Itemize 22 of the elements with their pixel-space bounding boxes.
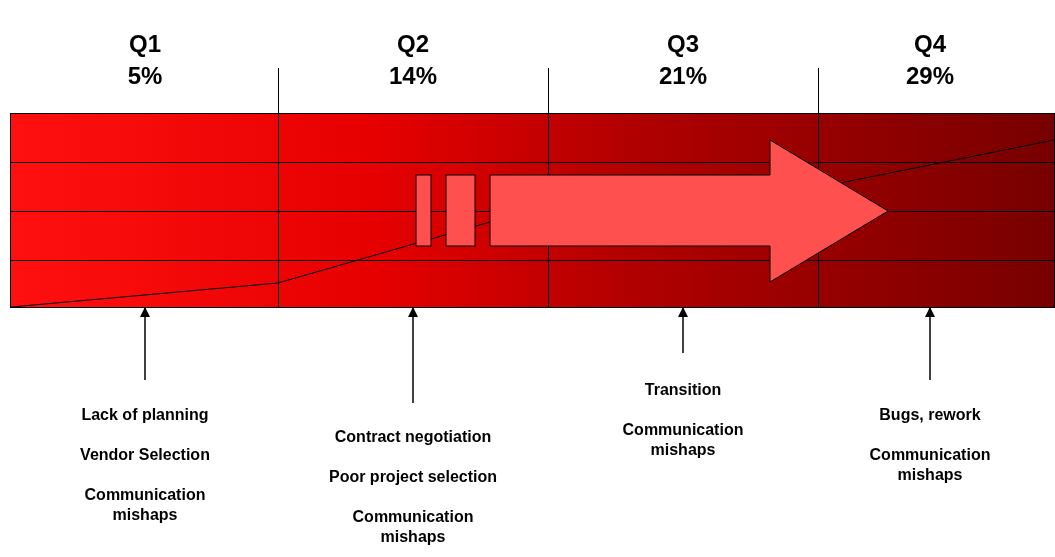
arrow <box>678 307 688 354</box>
cause-text: Poor project selection <box>327 467 498 487</box>
cause-text: Transition <box>643 380 723 400</box>
cause-text: Bugs, rework <box>878 405 982 425</box>
quarter-label: Q4 <box>913 30 947 58</box>
percentage-label: 14% <box>387 62 438 90</box>
arrow <box>140 307 150 381</box>
cause-text: Lack of planning <box>80 405 210 425</box>
cause-text: Communication mishaps <box>351 507 475 547</box>
percentage-label: 5% <box>126 62 164 90</box>
quarter-label: Q2 <box>396 30 430 58</box>
cause-text: Contract negotiation <box>333 427 493 447</box>
cause-text: Vendor Selection <box>79 445 211 465</box>
arrow <box>925 307 935 381</box>
percentage-label: 21% <box>657 62 708 90</box>
cause-text: Communication mishaps <box>83 485 207 525</box>
arrow <box>408 307 418 404</box>
cause-text: Communication mishaps <box>621 420 745 460</box>
quarter-label: Q3 <box>666 30 700 58</box>
quarter-label: Q1 <box>128 30 162 58</box>
percentage-label: 29% <box>904 62 955 90</box>
cause-text: Communication mishaps <box>868 445 992 485</box>
